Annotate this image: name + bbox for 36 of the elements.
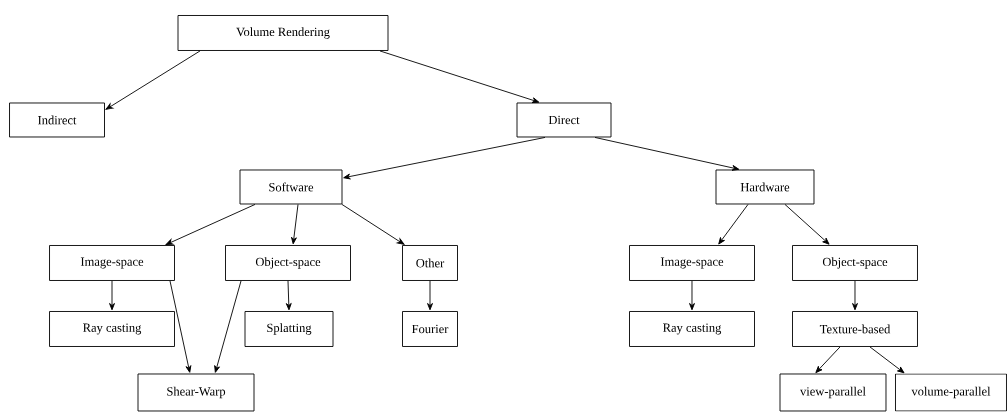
label-box: Object-space: [225, 245, 351, 281]
label-box: Splatting: [244, 311, 334, 347]
label-box: Volume Rendering: [177, 15, 389, 51]
label-box: Ray casting: [49, 311, 175, 347]
arrow: [689, 280, 695, 311]
arrow: [869, 346, 905, 374]
arrow: [214, 280, 242, 373]
label-box: Ray casting: [629, 311, 755, 347]
label-box: view-parallel: [779, 373, 887, 412]
label-box: Software: [239, 169, 343, 205]
label-box: volume-parallel: [895, 373, 1007, 412]
label-box: Object-space: [792, 245, 918, 281]
label-box: Indirect: [9, 102, 105, 138]
label-box: Image-space: [49, 245, 175, 281]
arrow: [109, 280, 115, 311]
arrow: [341, 204, 405, 245]
label-box: Other: [402, 245, 458, 281]
arrow: [379, 50, 540, 104]
arrow: [169, 280, 192, 373]
label-box: Fourier: [402, 311, 458, 347]
label-box: Shear-Warp: [137, 373, 255, 412]
arrow: [165, 204, 256, 245]
arrow: [815, 346, 841, 374]
label-box: Hardware: [715, 169, 815, 205]
arrow: [852, 280, 858, 311]
arrow: [105, 50, 201, 110]
arrow: [291, 204, 299, 245]
arrow: [594, 137, 740, 171]
label-box: Direct: [516, 102, 612, 138]
label-box: Image-space: [629, 245, 755, 281]
arrow: [343, 137, 546, 180]
arrow: [784, 204, 830, 245]
arrow: [718, 204, 749, 245]
arrow: [285, 280, 292, 311]
arrow: [427, 280, 433, 311]
label-box: Texture-based: [792, 311, 918, 347]
